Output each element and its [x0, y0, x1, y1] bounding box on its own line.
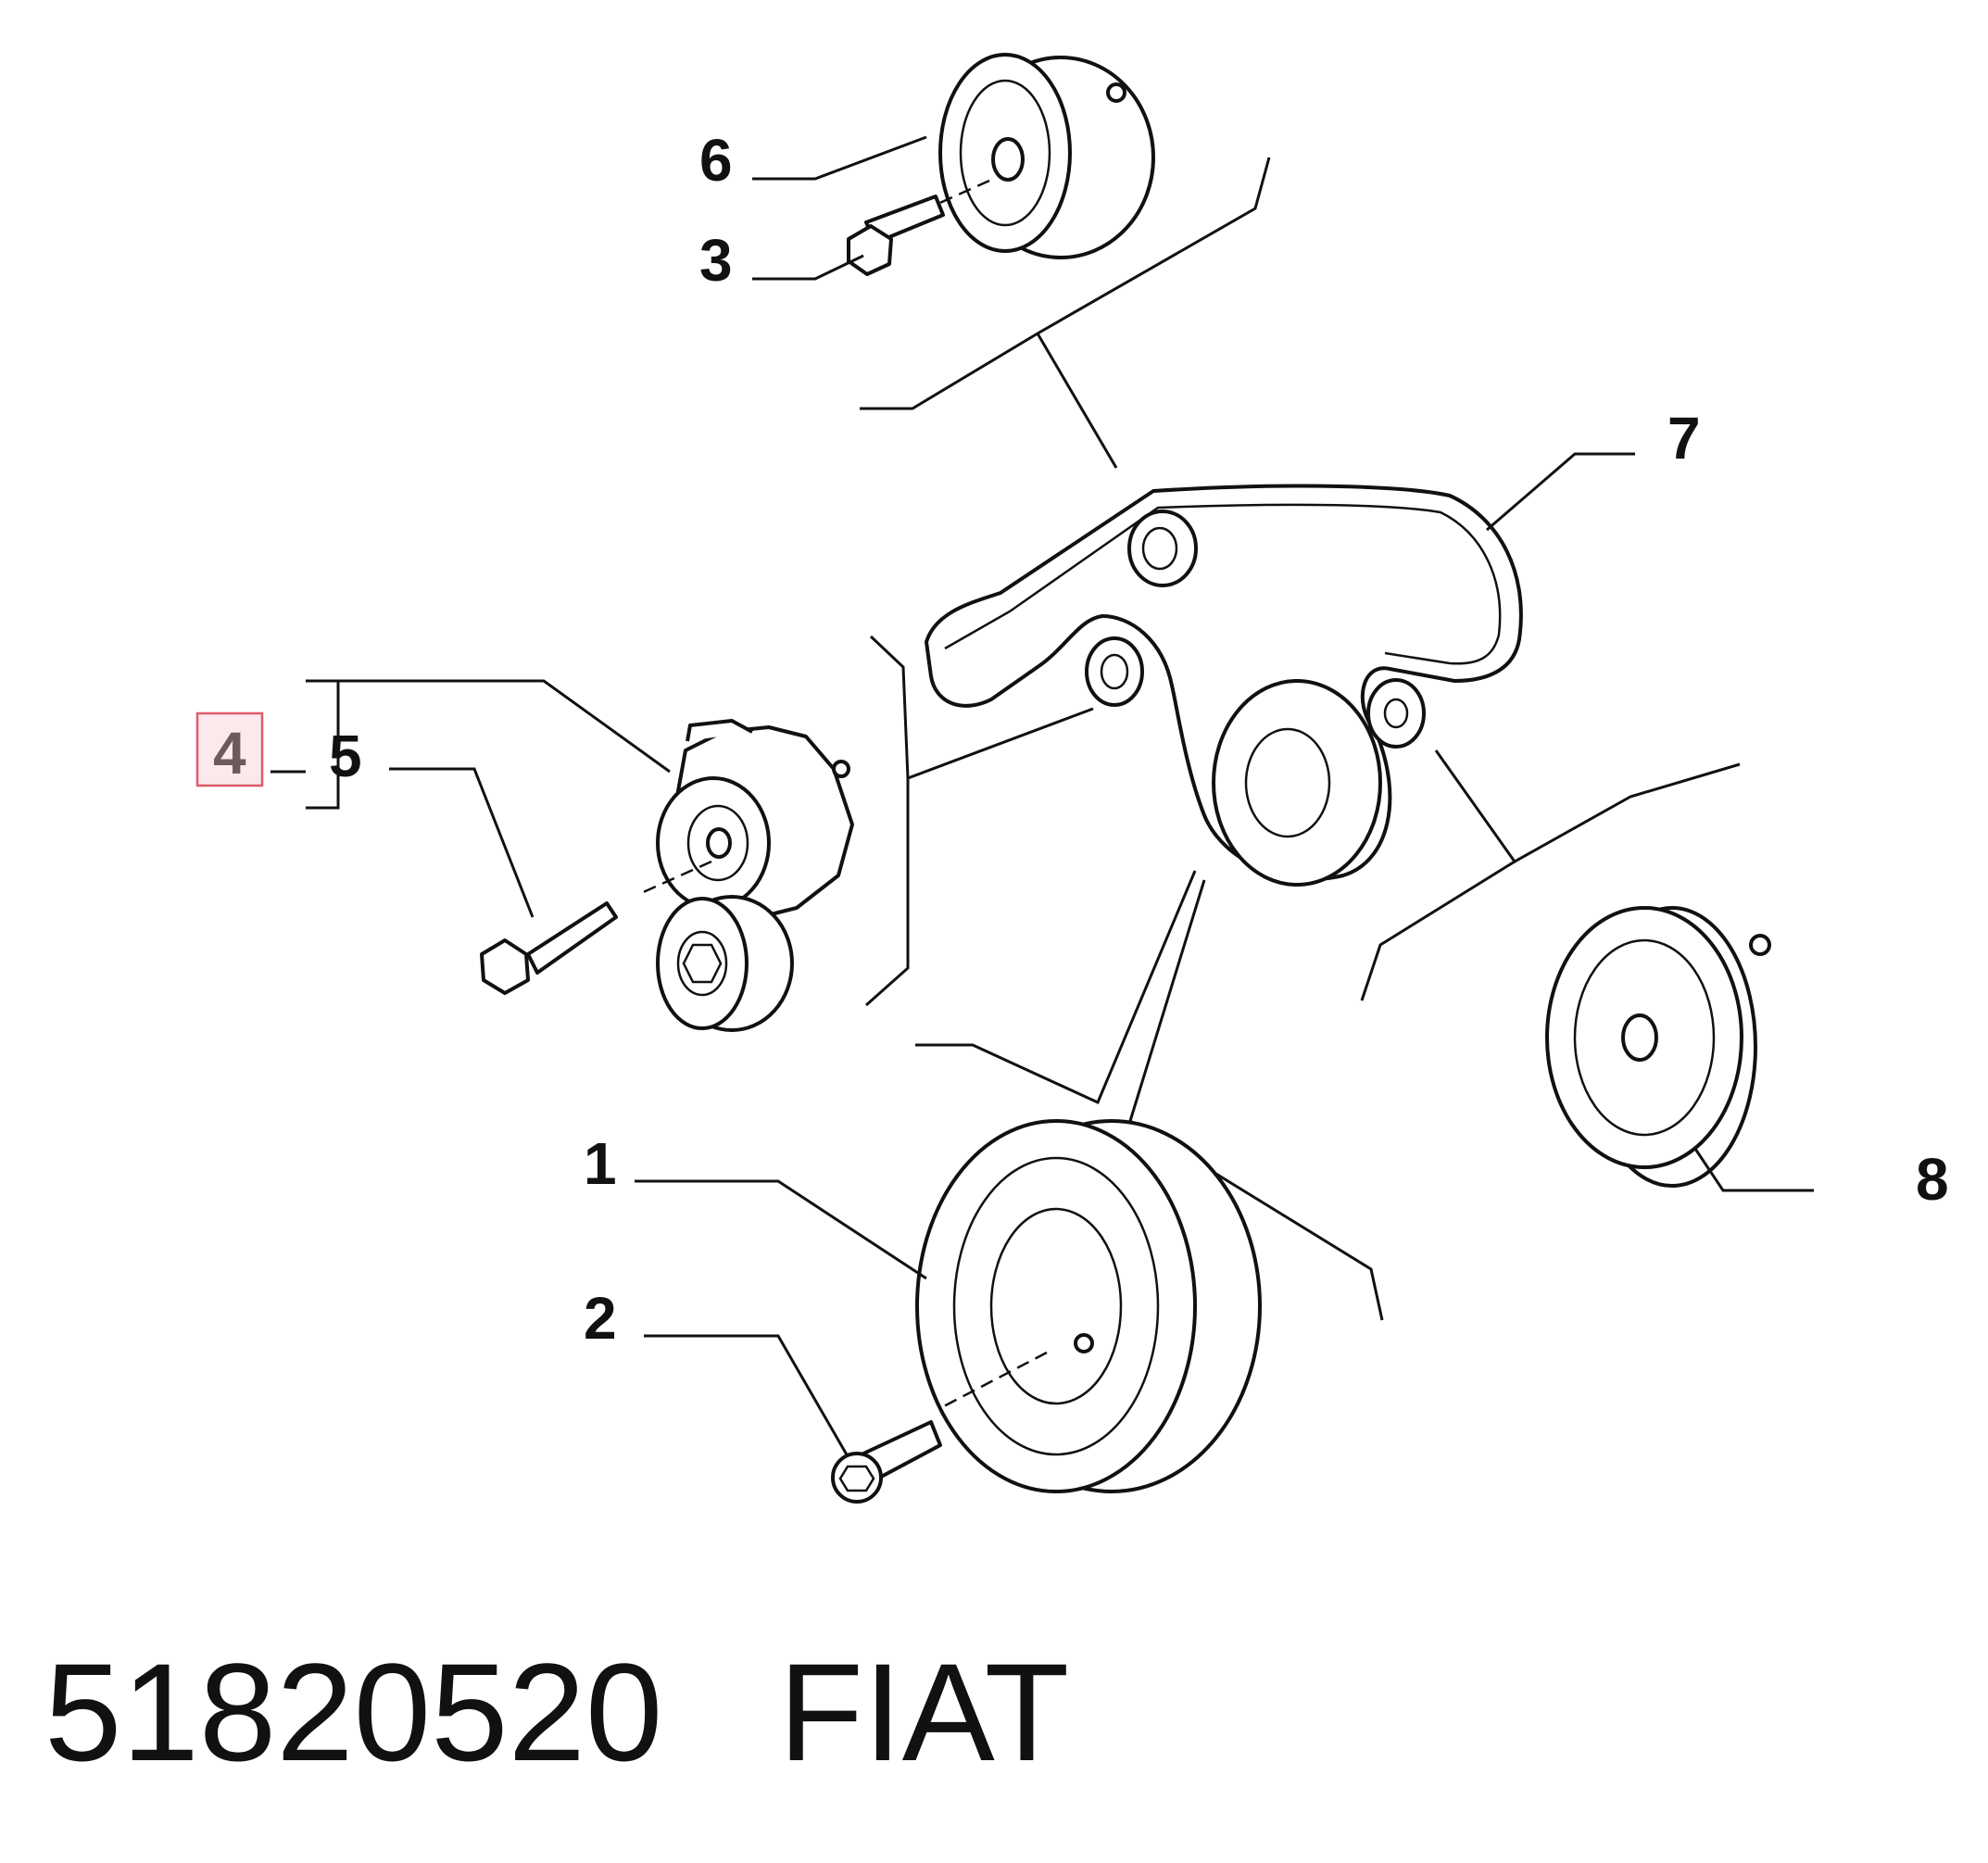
bolt-crankshaft	[831, 1420, 942, 1504]
brand-name: FIAT	[778, 1634, 1070, 1790]
idler-pulley-right	[1545, 906, 1771, 1188]
leader-lines	[271, 135, 1814, 1457]
exploded-view-lines	[860, 157, 1741, 1321]
idler-pulley-top	[916, 53, 1155, 259]
belt-idler-upper	[1127, 510, 1198, 587]
part-number: 51820520	[44, 1634, 663, 1790]
bolt-top	[847, 195, 945, 276]
belt-idler-lower	[1085, 636, 1144, 707]
callout-1[interactable]: 1	[584, 1130, 617, 1197]
callout-5[interactable]: 5	[329, 723, 362, 789]
highlight-box	[195, 711, 264, 787]
callout-3[interactable]: 3	[699, 227, 733, 294]
belt-idler-right	[1366, 678, 1426, 749]
callout-4-highlight[interactable]: 4	[195, 711, 264, 787]
callout-6[interactable]: 6	[699, 127, 733, 194]
callout-8[interactable]: 8	[1916, 1146, 1949, 1213]
callout-4[interactable]: 4	[213, 720, 246, 787]
bolt-tensioner	[480, 901, 618, 995]
tensioner-assembly	[638, 719, 854, 1032]
caption: 51820520 FIAT	[44, 1629, 1069, 1795]
callout-2[interactable]: 2	[584, 1285, 617, 1352]
belt-crank-pulley	[1212, 679, 1382, 887]
callout-7[interactable]: 7	[1667, 405, 1701, 472]
crankshaft-pulley	[915, 1119, 1262, 1493]
caption-gap	[662, 1634, 778, 1790]
